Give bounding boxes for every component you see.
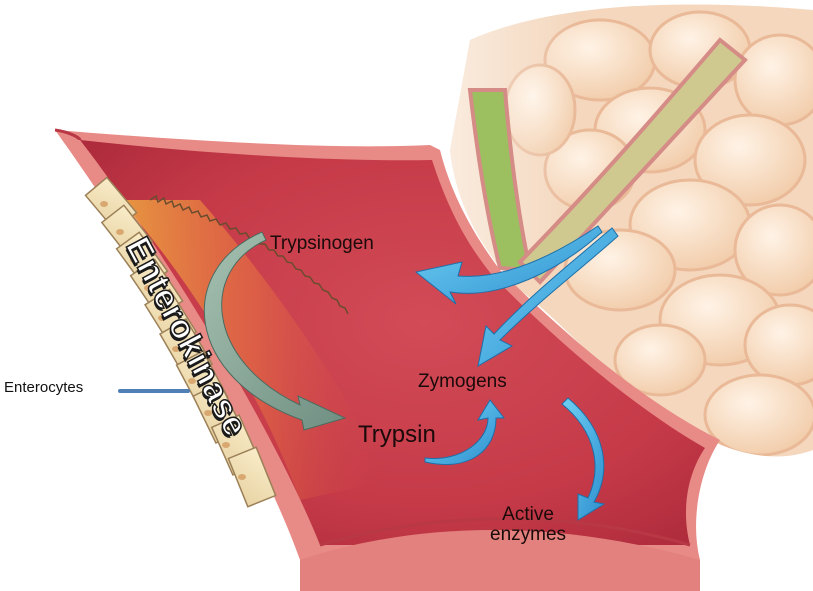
label-enterocytes: Enterocytes: [4, 380, 83, 396]
label-trypsin: Trypsin: [358, 422, 436, 447]
label-trypsinogen: Trypsinogen: [270, 234, 374, 254]
label-zymogens: Zymogens: [418, 372, 507, 392]
label-active-line1: Active: [490, 505, 566, 525]
label-active-line2: enzymes: [490, 525, 566, 545]
label-active-enzymes: Active enzymes: [490, 505, 566, 545]
